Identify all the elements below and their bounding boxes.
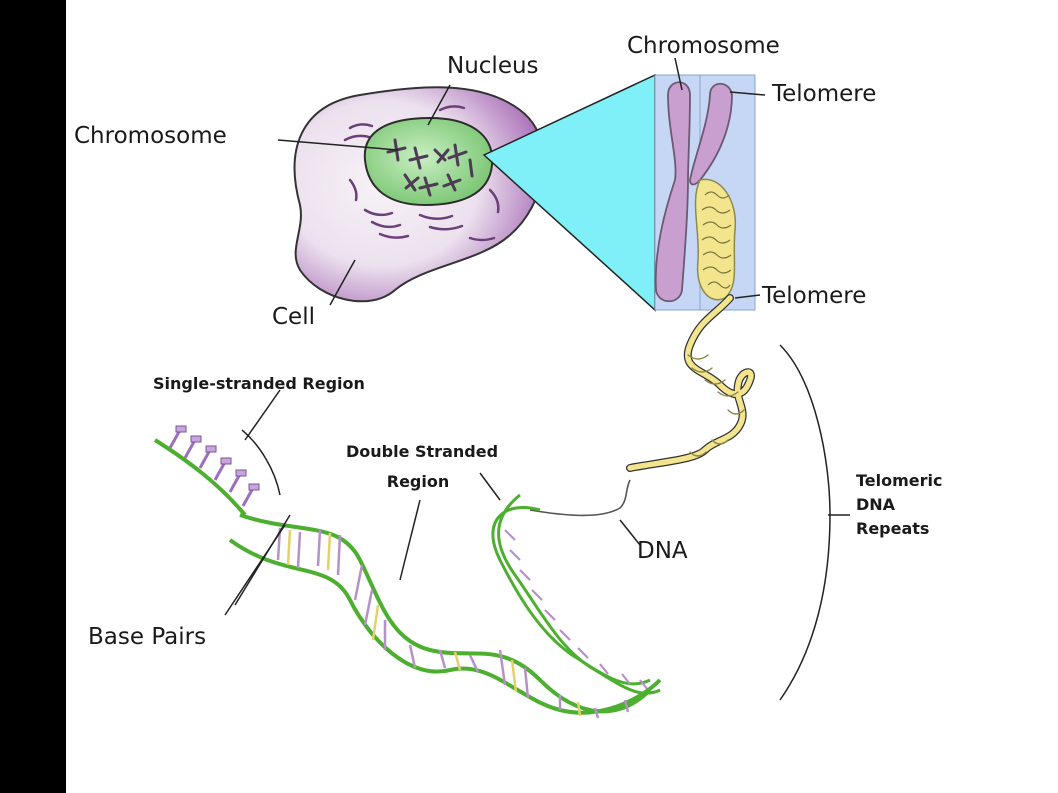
nucleus-leader — [427, 84, 451, 126]
telomeric-label: Telomeric DNA Repeats — [856, 469, 943, 541]
chromosome-cell-label: Chromosome — [74, 123, 227, 149]
telomere-coil — [626, 294, 755, 472]
telomere-bottom-label: Telomere — [762, 283, 867, 309]
cell-label: Cell — [272, 304, 315, 330]
nucleus-shape — [363, 116, 494, 207]
telomere-top-label: Telomere — [772, 81, 877, 107]
telomeric-label-line2: DNA — [856, 495, 896, 514]
base-pairs-leader-2 — [224, 524, 286, 616]
chromosome-cell-leader — [277, 139, 399, 151]
telomere-bottom-leader — [734, 294, 761, 299]
chromosome-shape — [654, 81, 737, 303]
double-stranded-helix — [228, 513, 662, 719]
single-stranded-strand — [153, 425, 260, 517]
double-stranded-leader-2 — [479, 472, 501, 501]
dna-label: DNA — [637, 538, 688, 564]
dna-leader — [619, 519, 641, 546]
double-stranded-leader — [399, 499, 421, 581]
chromosome-top-label: Chromosome — [627, 33, 780, 59]
telomeric-bracket — [779, 344, 831, 701]
telomere-top-leader — [729, 91, 766, 96]
base-pairs-label: Base Pairs — [88, 624, 207, 650]
single-stranded-bracket — [241, 429, 281, 496]
double-stranded-dna-loop — [491, 493, 661, 695]
telomeric-label-line3: Repeats — [856, 519, 930, 538]
single-stranded-label: Single-stranded Region — [153, 374, 365, 393]
single-stranded-leader — [244, 389, 281, 441]
double-stranded-label: Double Stranded Region — [322, 440, 522, 494]
double-stranded-label-line2: Region — [386, 472, 450, 491]
telomeric-label-line1: Telomeric — [856, 471, 943, 490]
nucleus-label: Nucleus — [447, 53, 539, 79]
chromosome-top-leader — [674, 57, 683, 91]
double-stranded-label-line1: Double Stranded — [345, 442, 499, 461]
cell-leader — [329, 259, 356, 306]
